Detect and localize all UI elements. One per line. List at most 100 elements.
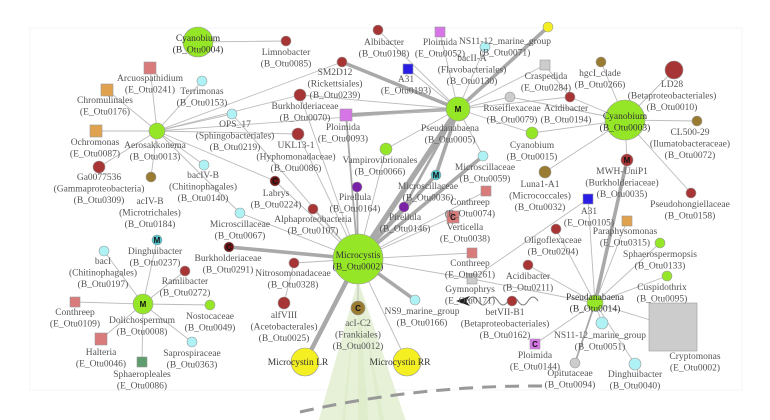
node-circle[interactable] bbox=[542, 21, 554, 33]
node-conthreep-e-otu0109[interactable] bbox=[69, 296, 81, 308]
node-albibacter-b-otu0198[interactable] bbox=[372, 24, 384, 36]
node-alphaproteobacteria-b-otu0107[interactable] bbox=[307, 203, 319, 215]
node-cl500-29-b-otu0072[interactable] bbox=[691, 115, 703, 127]
node-square[interactable] bbox=[466, 247, 478, 259]
node-labrys-b-otu0224[interactable]: C bbox=[269, 175, 281, 187]
node-gymnophrys-e-otu0171[interactable] bbox=[466, 273, 478, 285]
node-circle[interactable] bbox=[350, 300, 366, 316]
node-circle[interactable] bbox=[586, 294, 604, 312]
node-square[interactable] bbox=[582, 193, 594, 205]
node-circle[interactable] bbox=[569, 357, 581, 369]
node-square[interactable] bbox=[446, 210, 460, 224]
node-aci-c2-b-otu0012[interactable]: C bbox=[350, 300, 366, 316]
node-a31-e-otu0193[interactable] bbox=[402, 63, 414, 75]
node-circle[interactable] bbox=[595, 316, 609, 330]
node-circle[interactable] bbox=[198, 159, 210, 171]
node-circle[interactable] bbox=[186, 336, 198, 348]
node-circle[interactable] bbox=[522, 259, 534, 271]
node-circle[interactable] bbox=[595, 56, 607, 68]
node-square[interactable] bbox=[100, 83, 114, 97]
node-pseudohongiellaceae-b-otu0158[interactable] bbox=[685, 187, 697, 199]
node-circle[interactable] bbox=[685, 187, 697, 199]
node-microscillaceae-b-otu0067[interactable] bbox=[234, 207, 246, 219]
node-circle[interactable] bbox=[506, 295, 518, 307]
node-ochromonas-e-otu0087[interactable] bbox=[89, 124, 103, 138]
node-cuspidothrix-b-otu0095[interactable] bbox=[661, 270, 673, 282]
node-square[interactable] bbox=[402, 63, 414, 75]
node-chromulinales-e-otu0176[interactable] bbox=[100, 83, 114, 97]
node-microcystin-rr[interactable] bbox=[392, 347, 422, 377]
node-square[interactable] bbox=[529, 338, 541, 350]
node-dinghuibacter-b-otu0237[interactable]: M bbox=[151, 234, 163, 246]
node-ploimida-e-otu0052[interactable] bbox=[434, 26, 446, 38]
node-pseudanabaena-b-otu0005[interactable]: M bbox=[445, 96, 471, 122]
node-circle[interactable] bbox=[392, 347, 422, 377]
node-circle[interactable] bbox=[445, 96, 471, 122]
node-vampirovibrionales-b-otu0066[interactable] bbox=[379, 142, 393, 156]
node-ploimida-e-otu0144[interactable]: C bbox=[529, 338, 541, 350]
node-circle[interactable] bbox=[661, 270, 673, 282]
node-circle[interactable] bbox=[204, 299, 216, 311]
node-hgci-clade-b-otu0266[interactable] bbox=[595, 56, 607, 68]
node-saprospiraceae-b-otu0363[interactable] bbox=[186, 336, 198, 348]
node-roseiflexaceae-b-otu0079[interactable] bbox=[504, 91, 516, 103]
node-a31-e-otu0105[interactable] bbox=[582, 193, 594, 205]
node-cyanobium-b-otu0015[interactable] bbox=[525, 126, 539, 140]
node-ga0077536-b-otu0309[interactable] bbox=[92, 160, 106, 174]
node-circle[interactable] bbox=[564, 91, 576, 103]
node-ns11-12-marine-group-b-otu0071[interactable] bbox=[542, 21, 554, 33]
node-square[interactable] bbox=[143, 61, 157, 75]
node-circle[interactable] bbox=[98, 245, 110, 257]
node-dolichospermum-b-otu0008[interactable]: M bbox=[132, 293, 154, 315]
node-microscillaceae-b-otu0036[interactable]: M bbox=[430, 169, 442, 181]
node-square[interactable] bbox=[89, 124, 103, 138]
node-pseudanabaena-b-otu0014[interactable] bbox=[586, 294, 604, 312]
node-ops-17-b-otu0219[interactable] bbox=[226, 108, 238, 120]
node-conthreep-e-otu0074[interactable] bbox=[480, 185, 492, 197]
node-square[interactable] bbox=[69, 296, 81, 308]
node-circle[interactable] bbox=[654, 237, 666, 249]
node-circle[interactable] bbox=[269, 175, 281, 187]
node-ukl13-1-b-otu0086[interactable] bbox=[291, 127, 305, 141]
node-microcystis-b-otu0002[interactable] bbox=[332, 233, 384, 285]
node-circle[interactable] bbox=[293, 88, 307, 102]
node-ns9-marine-group-b-otu0166[interactable] bbox=[409, 294, 421, 306]
node-baciv-b-b-otu0140[interactable] bbox=[198, 159, 210, 171]
node-burkholderiaceae-b-otu0070[interactable] bbox=[293, 88, 307, 102]
node-square[interactable] bbox=[648, 302, 698, 352]
node-nitrosomonadaceae-b-otu0328[interactable] bbox=[288, 257, 300, 269]
node-pirellula-b-otu0164[interactable] bbox=[351, 181, 363, 193]
node-halteria-e-otu0046[interactable] bbox=[94, 332, 108, 346]
node-sm2d12-b-otu0239[interactable] bbox=[336, 56, 348, 68]
node-circle[interactable] bbox=[332, 233, 384, 285]
node-betvii-b1-b-otu0162[interactable] bbox=[506, 295, 518, 307]
node-nostocaceae-b-otu0049[interactable] bbox=[204, 299, 216, 311]
node-circle[interactable] bbox=[148, 122, 166, 140]
node-circle[interactable] bbox=[132, 293, 154, 315]
node-circle[interactable] bbox=[288, 257, 300, 269]
node-circle[interactable] bbox=[182, 26, 214, 58]
node-circle[interactable] bbox=[280, 35, 292, 47]
node-verticella-e-otu0038[interactable]: C bbox=[446, 210, 460, 224]
node-square[interactable] bbox=[539, 59, 551, 71]
node-ld28-b-otu0010[interactable] bbox=[664, 60, 684, 80]
node-dinghuibacter-b-otu0040[interactable] bbox=[628, 357, 642, 371]
node-square[interactable] bbox=[466, 273, 478, 285]
node-terrimonas-b-otu0153[interactable] bbox=[196, 75, 208, 87]
node-sphaerospermopsis-b-otu0133[interactable] bbox=[654, 237, 666, 249]
node-acidibacter-b-otu0194[interactable] bbox=[564, 91, 576, 103]
node-ns11-12-marine-group-b-otu0051[interactable] bbox=[595, 316, 609, 330]
node-circle[interactable] bbox=[351, 181, 363, 193]
node-circle[interactable] bbox=[277, 296, 291, 310]
node-circle[interactable] bbox=[664, 60, 684, 80]
node-limnobacter-b-otu0085[interactable] bbox=[280, 35, 292, 47]
node-cyanobium-b-otu0003[interactable] bbox=[604, 99, 646, 141]
node-craspedida-e-otu0284[interactable] bbox=[539, 59, 551, 71]
node-burkholderiaceae-b-otu0291[interactable]: C bbox=[223, 241, 235, 253]
node-circle[interactable] bbox=[307, 203, 319, 215]
node-mwh-unip1-b-otu0035[interactable]: M bbox=[620, 153, 634, 167]
node-bacii-a-b-otu0130[interactable] bbox=[479, 41, 491, 53]
node-pirellula-b-otu0146[interactable] bbox=[398, 201, 410, 213]
node-square[interactable] bbox=[480, 185, 492, 197]
node-circle[interactable] bbox=[525, 126, 539, 140]
